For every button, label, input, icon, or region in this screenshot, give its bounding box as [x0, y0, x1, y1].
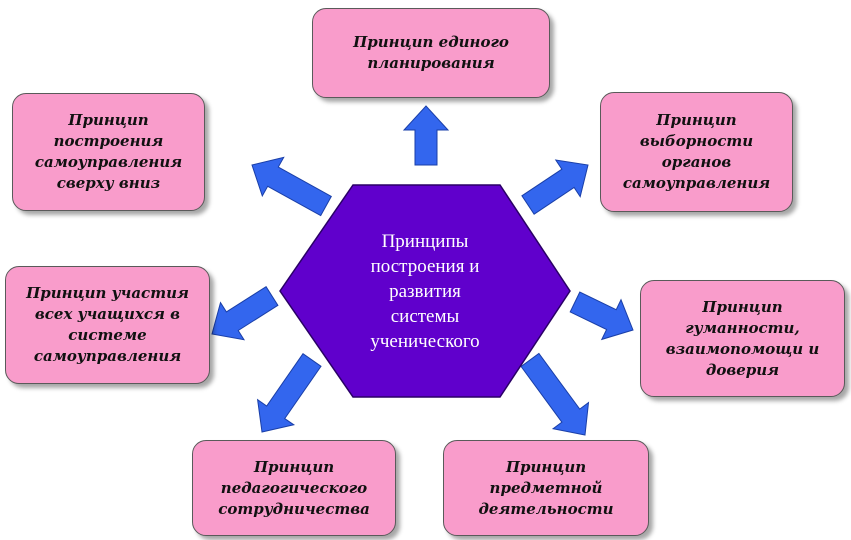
box-all-students-participation: Принцип участия всех учащихся в системе … [5, 266, 210, 384]
arrow-to-subject-activity [520, 352, 590, 436]
box-all-students-participation-label: Принцип участия всех учащихся в системе … [26, 284, 189, 365]
box-unified-planning-label: Принцип единого планирования [353, 33, 509, 72]
box-pedagogical-cooperation-label: Принцип педагогического сотрудничества [218, 457, 370, 518]
arrow-to-humanity [569, 291, 634, 341]
box-elected-bodies-label: Принцип выборности органов самоуправлени… [622, 111, 771, 192]
arrow-to-top-down [251, 156, 332, 217]
box-subject-activity-label: Принцип предметной деятельности [478, 457, 614, 518]
arrows-group [211, 105, 634, 436]
box-humanity-label: Принцип гуманности, взаимопомощи и довер… [665, 297, 820, 379]
box-humanity: Принцип гуманности, взаимопомощи и довер… [640, 280, 845, 397]
arrow-to-elected-bodies [521, 159, 589, 215]
box-unified-planning: Принцип единого планирования [312, 8, 550, 98]
arrow-to-pedagogical-cooperation [256, 353, 322, 433]
center-hexagon-label: Принципы построения и развития системы у… [370, 230, 480, 352]
box-subject-activity: Принцип предметной деятельности [443, 440, 649, 536]
box-elected-bodies: Принцип выборности органов самоуправлени… [600, 92, 793, 212]
center-hexagon [279, 184, 571, 398]
box-top-down-label: Принцип построения самоуправления сверху… [34, 111, 183, 192]
arrow-to-unified-planning [402, 105, 450, 166]
box-top-down: Принцип построения самоуправления сверху… [12, 93, 205, 211]
box-pedagogical-cooperation: Принцип педагогического сотрудничества [192, 440, 396, 536]
arrow-to-all-students-participation [211, 286, 279, 341]
